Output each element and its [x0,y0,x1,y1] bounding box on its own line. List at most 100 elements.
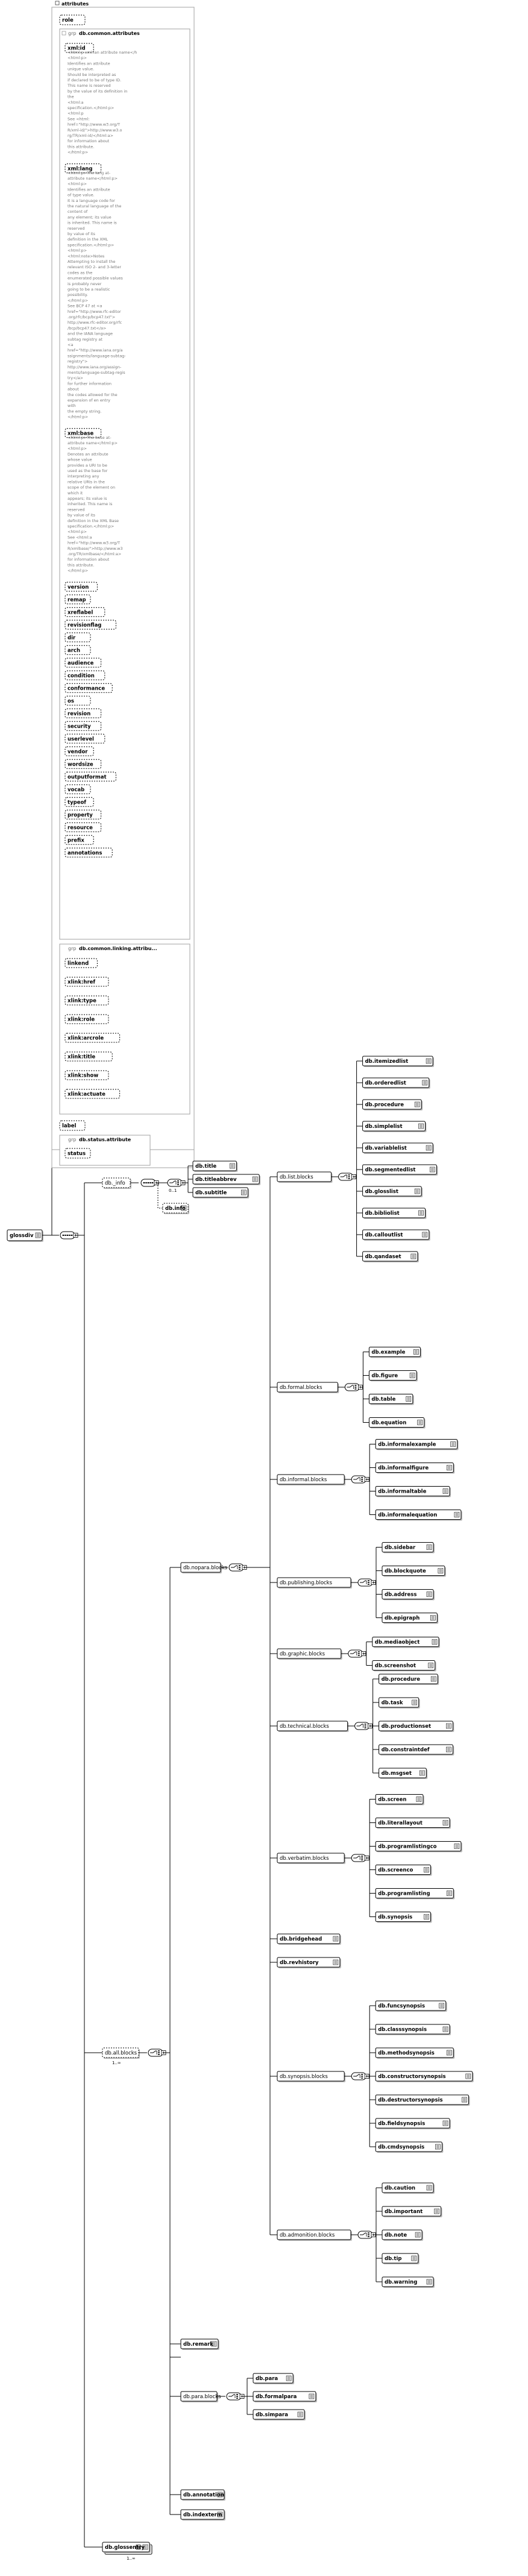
attr-xlink-arcrole[interactable] [64,1033,121,1043]
attr-xml-id[interactable] [64,43,94,53]
attr-wordsize[interactable] [64,759,102,769]
attr-xlink-actuate[interactable] [64,1089,121,1099]
element-db-informalfigure[interactable] [375,1463,454,1473]
attr-outputformat[interactable] [64,772,116,782]
element-db-cmdsynopsis[interactable] [375,2141,442,2152]
attr-status[interactable] [64,1148,91,1159]
attr-xlink-role-label: xlink:role [68,1017,95,1023]
element-db-synopsis[interactable] [375,1912,432,1922]
element-db-sidebar[interactable] [382,1542,434,1552]
element-db-classsynopsis[interactable] [375,2024,450,2035]
attr-userlevel[interactable] [64,734,105,744]
element-db-indexterm[interactable] [180,2509,225,2520]
attr-condition[interactable] [64,670,105,681]
attr-version[interactable] [64,582,98,592]
attr-revision[interactable] [64,708,102,719]
element-db-annotation[interactable] [180,2489,225,2500]
element-db-bibliolist[interactable] [362,1208,426,1218]
element-db-screenco[interactable] [375,1865,432,1875]
element-db-address[interactable] [382,1589,434,1599]
element-db-procedure[interactable] [362,1099,422,1110]
element-db-bridgehead[interactable] [277,1933,341,1944]
attr-property[interactable] [64,810,102,820]
element-db-informaltable[interactable] [375,1486,450,1496]
element-db-procedure[interactable] [379,1674,438,1684]
attr-typeof[interactable] [64,797,94,807]
element-db-blockquote[interactable] [382,1566,445,1576]
element-db-calloutlist[interactable] [362,1229,430,1240]
element-db-glosslist[interactable] [362,1186,422,1197]
element-db-literallayout[interactable] [375,1818,450,1828]
element-db-tip[interactable] [382,2253,419,2264]
element-db-msgset[interactable] [379,1768,427,1778]
element-db-subtitle[interactable] [192,1187,248,1198]
attr-revisionflag[interactable] [64,620,116,630]
element-db-glossentry[interactable] [102,2542,150,2552]
db-info-group[interactable] [102,1177,131,1188]
element-db-screenshot[interactable] [372,1660,436,1671]
element-db-table[interactable] [368,1394,413,1404]
element-db-informalequation[interactable] [375,1510,462,1520]
attr-prefix[interactable] [64,835,94,845]
attr-os[interactable] [64,696,91,706]
attr-arch[interactable] [64,645,91,655]
element-db-programlistingco[interactable] [375,1841,462,1851]
attr-xml-lang[interactable] [64,163,102,174]
element-db-task[interactable] [379,1697,420,1708]
element-db-simplelist[interactable] [362,1121,426,1132]
element-db-figure[interactable] [368,1370,417,1381]
attr-remap[interactable] [64,594,91,605]
db-technical-blocks-group-label: db.technical.blocks [280,1724,329,1730]
attr-xreflabel[interactable] [64,607,105,617]
element-db-productionset[interactable] [379,1721,453,1731]
element-db-formalpara[interactable] [253,2391,316,2402]
element-db-funcsynopsis[interactable] [375,2000,447,2011]
element-db-informalexample[interactable] [375,1439,458,1449]
element-db-warning[interactable] [382,2276,434,2287]
element-db-fieldsynopsis[interactable] [375,2118,450,2129]
element-db-para[interactable] [253,2373,294,2384]
element-db-programlisting[interactable] [375,1888,454,1898]
attr-xlink-type[interactable] [64,995,109,1006]
element-db-screen[interactable] [375,1794,424,1804]
element-db-equation[interactable] [368,1417,425,1428]
element-db-titleabbrev[interactable] [192,1174,260,1185]
attr-xlink-title[interactable] [64,1051,113,1062]
choice-branch-icon [347,1385,354,1388]
element-db-revhistory[interactable] [277,1957,341,1968]
element-db-itemizedlist[interactable] [362,1056,433,1066]
element-db-simpara[interactable] [253,2409,305,2420]
attr-vendor[interactable] [64,746,94,757]
element-db-methodsynopsis[interactable] [375,2047,454,2058]
attr-linkend[interactable] [64,958,98,968]
element-db-qandaset[interactable] [362,1251,418,1262]
attr-audience[interactable] [64,658,102,668]
element-db-important[interactable] [382,2206,442,2217]
element-db-epigraph[interactable] [382,1613,438,1623]
element-db-variablelist[interactable] [362,1142,433,1153]
attr-label[interactable] [59,1120,86,1131]
attr-xlink-role[interactable] [64,1014,109,1024]
attr-xlink-href[interactable] [64,977,109,987]
attr-annotations[interactable] [64,848,113,858]
attr-conformance[interactable] [64,683,113,693]
element-db-remark-label: db.remark [183,2341,213,2348]
element-db-remark[interactable] [180,2338,219,2349]
element-db-segmentedlist[interactable] [362,1164,437,1175]
element-db-note[interactable] [382,2229,423,2240]
attr-xml-base[interactable] [64,428,102,438]
attr-resource[interactable] [64,822,102,833]
attr-xlink-show[interactable] [64,1070,109,1080]
element-db-destructorsynopsis[interactable] [375,2094,470,2105]
element-db-constraintdef[interactable] [379,1744,453,1755]
element-db-mediaobject[interactable] [372,1637,439,1647]
attr-vocab[interactable] [64,784,91,795]
element-db-constructorsynopsis[interactable] [375,2071,473,2082]
attr-security[interactable] [64,721,102,731]
element-db-orderedlist[interactable] [362,1077,430,1088]
element-db-caution[interactable] [382,2182,434,2193]
element-db-example[interactable] [368,1347,421,1357]
element-db-title[interactable] [192,1160,237,1171]
attr-dir[interactable] [64,632,91,643]
attr-role[interactable] [59,14,86,25]
